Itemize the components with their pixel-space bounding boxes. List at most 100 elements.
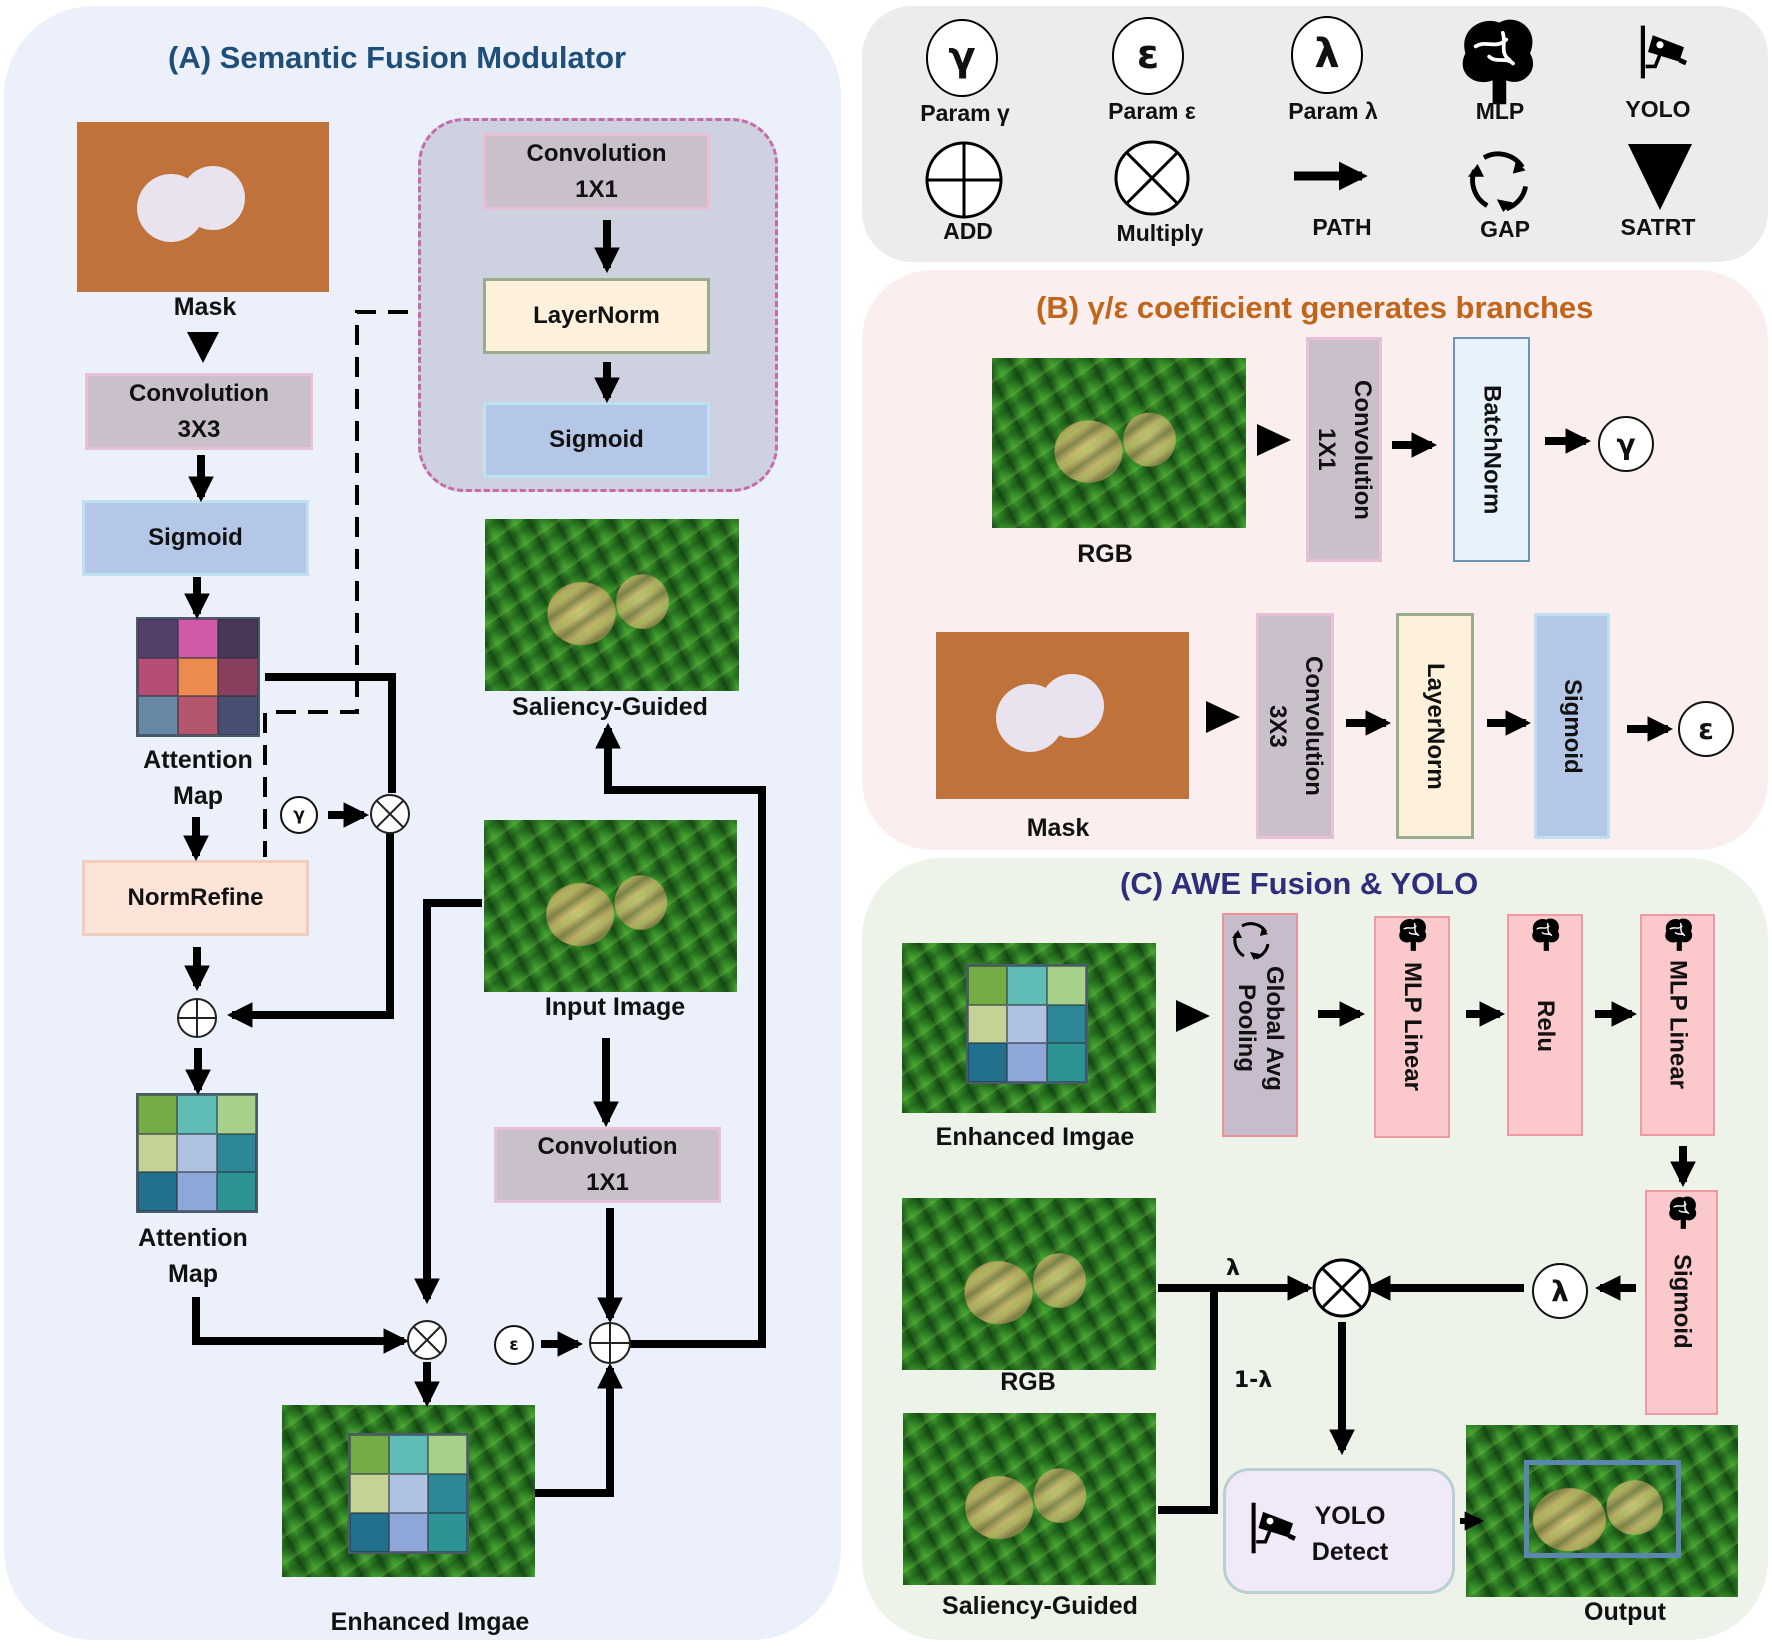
legend-label-add: ADD [943,218,993,244]
legend-label-multiply: Multiply [1116,220,1204,246]
attention-map-2 [136,1093,258,1213]
attention-cell [218,657,258,697]
output-label: Output [1584,1598,1666,1626]
relu-brain-icon [1531,917,1560,952]
legend-label-param-epsilon: Param ε [1108,98,1196,124]
wire-attention-to-multiply [265,673,396,793]
input-image-label: Input Image [544,993,686,1021]
panel-b-title: (B) γ/ε coefficient generates branches [1036,290,1594,325]
b-convolution-3x3-box: Convolution 3X3 [1256,613,1334,839]
panel-a-title: (A) Semantic Fusion Modulator [168,40,627,75]
multiply-operator-2 [407,1320,447,1360]
epsilon-param-circle: ε [494,1325,534,1365]
b-mask-start-triangle [1206,701,1240,733]
attention-cell [177,1095,217,1134]
b-convolution-1x1-box: Convolution 1X1 [1306,337,1382,562]
c-enhanced-attention-overlay [966,964,1088,1084]
attention-cell [138,1133,178,1173]
panel-a-connectors [183,220,766,1497]
wire-enhanced-to-add [535,1362,623,1497]
panel-c-title: (C) AWE Fusion & YOLO [1120,866,1479,901]
b-batchnorm-box: BatchNorm [1453,337,1530,562]
sub-convolution-1x1-box: Convolution 1X1 [483,133,710,210]
attention-cell [1046,1004,1086,1044]
attention-cell [428,1474,467,1513]
attention-cell [218,696,258,735]
attention-cell [428,1513,467,1552]
panel-c-connectors [1158,1000,1696,1531]
b-gamma-output-circle: γ [1598,416,1654,472]
one-minus-lambda-label: 1-λ [1233,1368,1273,1393]
mask-start-triangle [187,332,219,363]
yolo-camera-icon [1249,1500,1298,1556]
attention-cell [216,1172,256,1211]
c-multiply-operator [1312,1258,1372,1318]
attention-map-1 [136,617,260,737]
input-image [484,820,737,992]
enhanced-attention-overlay [348,1433,469,1554]
attention-cell [138,1095,178,1134]
attention-cell [389,1435,428,1474]
enhanced-image-label: Enhanced Imgae [330,1608,530,1636]
legend-label-gap: GAP [1480,216,1530,242]
attention-cell [350,1513,389,1552]
b-rgb-start-triangle [1257,424,1291,456]
c-rgb-label: RGB [1000,1368,1056,1396]
detection-bounding-box [1524,1460,1681,1558]
b-sigmoid-box: Sigmoid [1534,613,1610,839]
attention-map-2-label: Attention Map [138,1224,248,1288]
attention-cell [138,1172,178,1211]
c-rgb-image [902,1198,1156,1370]
attention-cell [968,1004,1008,1044]
gamma-circle-icon [926,19,998,97]
attention-cell [178,619,218,658]
legend-label-param-lambda: Param λ [1288,98,1378,124]
output-image [1466,1425,1738,1597]
rgb-image-b [992,358,1246,528]
attention-map-1-label: Attention Map [143,746,253,810]
attention-cell [968,1043,1008,1082]
mask-image-b [936,632,1189,799]
security-camera-icon [1639,23,1689,81]
brain-icon [1460,17,1535,107]
dashed-submodule-link [263,310,408,857]
cycle-arrows-icon [1468,154,1526,212]
attention-cell [138,696,178,735]
add-operator-1 [177,998,217,1038]
saliency-guided-image [485,519,739,691]
sub-sigmoid-box: Sigmoid [483,402,710,478]
convolution-3x3-box: Convolution 3X3 [85,373,313,450]
c-enhanced-image-label: Enhanced Imgae [935,1123,1135,1151]
legend-label-param-gamma: Param γ [920,100,1010,126]
convolution-1x1-box: Convolution 1X1 [494,1127,721,1203]
legend-label-mlp: MLP [1475,98,1525,124]
yolo-detect-box [1223,1468,1455,1594]
attention-cell [178,657,218,697]
attention-cell [138,657,178,697]
wire-input-to-multiply [414,899,482,1305]
b-epsilon-output-circle: ε [1678,701,1734,757]
sigmoid-brain-icon [1668,1195,1697,1230]
c-lambda-circle: λ [1532,1263,1588,1319]
saliency-guided-label: Saliency-Guided [512,693,708,721]
legend-label-path: PATH [1312,214,1372,240]
c-wire-saliency-branch [1158,1288,1218,1514]
gamma-param-circle: γ [280,796,318,834]
legend-gamma-symbol: γ [948,34,976,80]
triangle-down-icon [1628,144,1692,210]
sigmoid-box: Sigmoid [82,500,309,576]
legend-icons [925,16,1692,219]
attention-cell [389,1474,428,1513]
wire-multiply-to-add [226,832,394,1028]
wire-attention2-to-multiply [192,1297,410,1354]
attention-cell [1007,966,1047,1005]
attention-cell [218,619,258,658]
multiply-circle-icon [1114,140,1190,216]
attention-cell [178,696,218,735]
attention-cell [138,619,178,658]
add-operator-2 [589,1322,631,1364]
sub-layernorm-box: LayerNorm [483,278,710,354]
panel-b-connectors [1206,424,1674,742]
